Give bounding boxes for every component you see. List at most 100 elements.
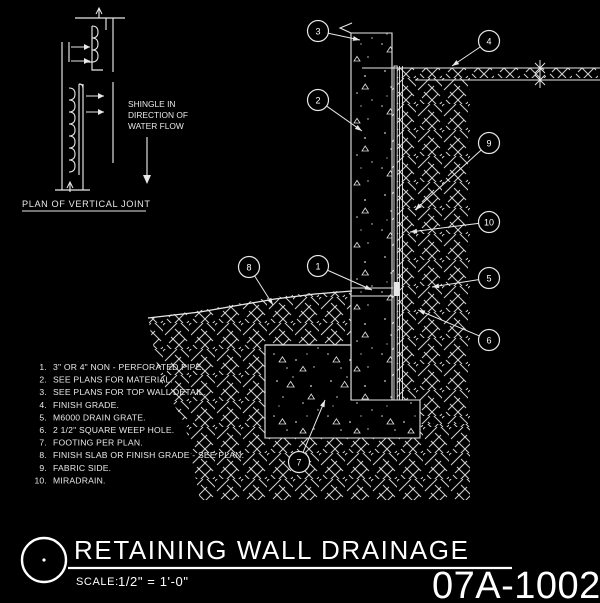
drain-grate-marker [393,282,400,296]
legend-item-number: 10. [34,475,47,485]
legend-item-number: 7. [39,438,47,448]
legend-item: 1. 3" OR 4" NON - PERFORATED PIPE. [39,362,204,372]
callout-bubble-2[interactable] [306,88,330,112]
detail-marker-bubble [20,536,68,584]
miradrain-panel [393,65,403,401]
callout-5[interactable]: 5 [431,266,501,290]
callout-bubble-3[interactable] [306,19,330,43]
callout-10[interactable]: 10 [409,210,501,234]
callout-4[interactable]: 4 [451,29,501,67]
leader-line-7 [302,399,326,453]
plan-note-line-2: DIRECTION OF [128,110,188,120]
callout-bubble-10[interactable] [477,210,501,234]
callout-number-8: 8 [246,263,251,273]
callout-bubble-9[interactable] [477,131,501,155]
leader-line-10 [409,222,479,233]
callout-number-3: 3 [315,27,320,37]
callout-bubble-6[interactable] [477,328,501,352]
callout-number-9: 9 [486,139,491,149]
leader-arrow-7 [320,400,325,408]
leader-arrow-3 [352,36,360,41]
plan-detail-label: PLAN OF VERTICAL JOINT [22,199,151,209]
callout-bubble-4[interactable] [477,29,501,53]
leader-arrow-5 [432,283,440,289]
legend-item-number: 1. [39,362,47,372]
legend-item-number: 6. [39,425,47,435]
callout-number-5: 5 [486,274,491,284]
callout-1[interactable]: 1 [306,254,373,291]
callout-bubble-8[interactable] [237,255,261,279]
callout-9[interactable]: 9 [414,131,501,211]
scale-value: 1/2" = 1'-0" [118,574,189,589]
leader-line-9 [414,149,482,211]
callout-bubble-7[interactable] [287,450,311,474]
callout-7[interactable]: 7 [287,399,326,474]
finish-grade-line [147,290,353,319]
leader-arrow-2 [354,125,362,131]
callout-number-4: 4 [486,37,491,47]
legend-item-number: 4. [39,400,47,410]
scale-label: SCALE: [76,576,119,588]
legend-item: 2. SEE PLANS FOR MATERIAL. [39,375,173,385]
callout-bubble-1[interactable] [306,254,330,278]
legend-item-text: FINISH GRADE. [53,400,119,410]
legend-item-text: SEE PLANS FOR MATERIAL. [53,375,173,385]
leader-arrow-10 [410,228,418,234]
legend-notes-list: 1. 3" OR 4" NON - PERFORATED PIPE. 2. SEE P… [34,362,244,485]
legend-item-text: FOOTING PER PLAN. [53,438,143,448]
legend-item-text: 3" OR 4" NON - PERFORATED PIPE. [53,362,204,372]
callout-number-6: 6 [486,336,491,346]
legend-item-text: FABRIC SIDE. [53,463,111,473]
legend-item-text: MIRADRAIN. [53,475,106,485]
plan-note-line-3: WATER FLOW [128,121,184,131]
legend-item-number: 5. [39,412,47,422]
leader-line-6 [417,309,480,337]
plan-detail-label-group: PLAN OF VERTICAL JOINT [22,199,151,212]
legend-item: 4. FINISH GRADE. [39,400,119,410]
legend-item-text: SEE PLANS FOR TOP WALL DETAIL. [53,387,206,397]
leader-arrow-1 [364,284,372,290]
leader-arrow-9 [415,203,422,210]
legend-item-number: 8. [39,450,47,460]
legend-item: 7. FOOTING PER PLAN. [39,438,142,448]
leader-arrow-4 [452,60,460,66]
legend-item-text: M6000 DRAIN GRATE. [53,412,146,422]
leader-line-2 [326,105,363,132]
legend-item: 3. SEE PLANS FOR TOP WALL DETAIL. [39,387,206,397]
callout-number-10: 10 [484,218,494,228]
top-finish-grade-line [362,67,600,81]
legend-item: 8. FINISH SLAB OR FINISH GRADE - SEE PLAN… [39,450,244,460]
leader-arrow-6 [418,310,426,315]
legend-item-text: 2 1/2" SQUARE WEEP HOLE. [53,425,174,435]
plan-of-vertical-joint-detail [55,6,151,192]
title-block: RETAINING WALL DRAINAGE SCALE: 1/2" = 1'… [20,535,600,603]
plan-note-line-1: SHINGLE IN [128,99,175,109]
callout-number-1: 1 [315,262,320,272]
legend-item-number: 3. [39,387,47,397]
callout-number-7: 7 [296,458,301,468]
plan-detail-note: SHINGLE IN DIRECTION OF WATER FLOW [128,99,188,131]
detail-marker-center-dot [42,558,46,562]
grade-dimension [534,60,546,88]
legend-item: 9. FABRIC SIDE. [39,463,111,473]
drawing-title: RETAINING WALL DRAINAGE [74,535,470,565]
callout-number-2: 2 [315,96,320,106]
legend-item: 10. MIRADRAIN. [34,475,105,485]
legend-item-number: 9. [39,463,47,473]
legend-item: 5. M6000 DRAIN GRATE. [39,412,145,422]
leader-line-5 [431,279,479,288]
leader-line-1 [327,269,373,291]
drawing-number: 07A-1002 [432,565,600,603]
callout-6[interactable]: 6 [417,309,501,352]
callout-bubbles: 1 2 3 4 5 6 7 8 9 10 [237,19,501,474]
legend-item-number: 2. [39,375,47,385]
leader-arrow-8 [267,297,273,305]
callout-8[interactable]: 8 [237,255,274,306]
legend-item-text: FINISH SLAB OR FINISH GRADE - SEE PLAN. [53,450,244,460]
legend-item: 6. 2 1/2" SQUARE WEEP HOLE. [39,425,174,435]
callout-3[interactable]: 3 [306,19,361,43]
callout-bubble-5[interactable] [477,266,501,290]
callout-2[interactable]: 2 [306,88,363,132]
